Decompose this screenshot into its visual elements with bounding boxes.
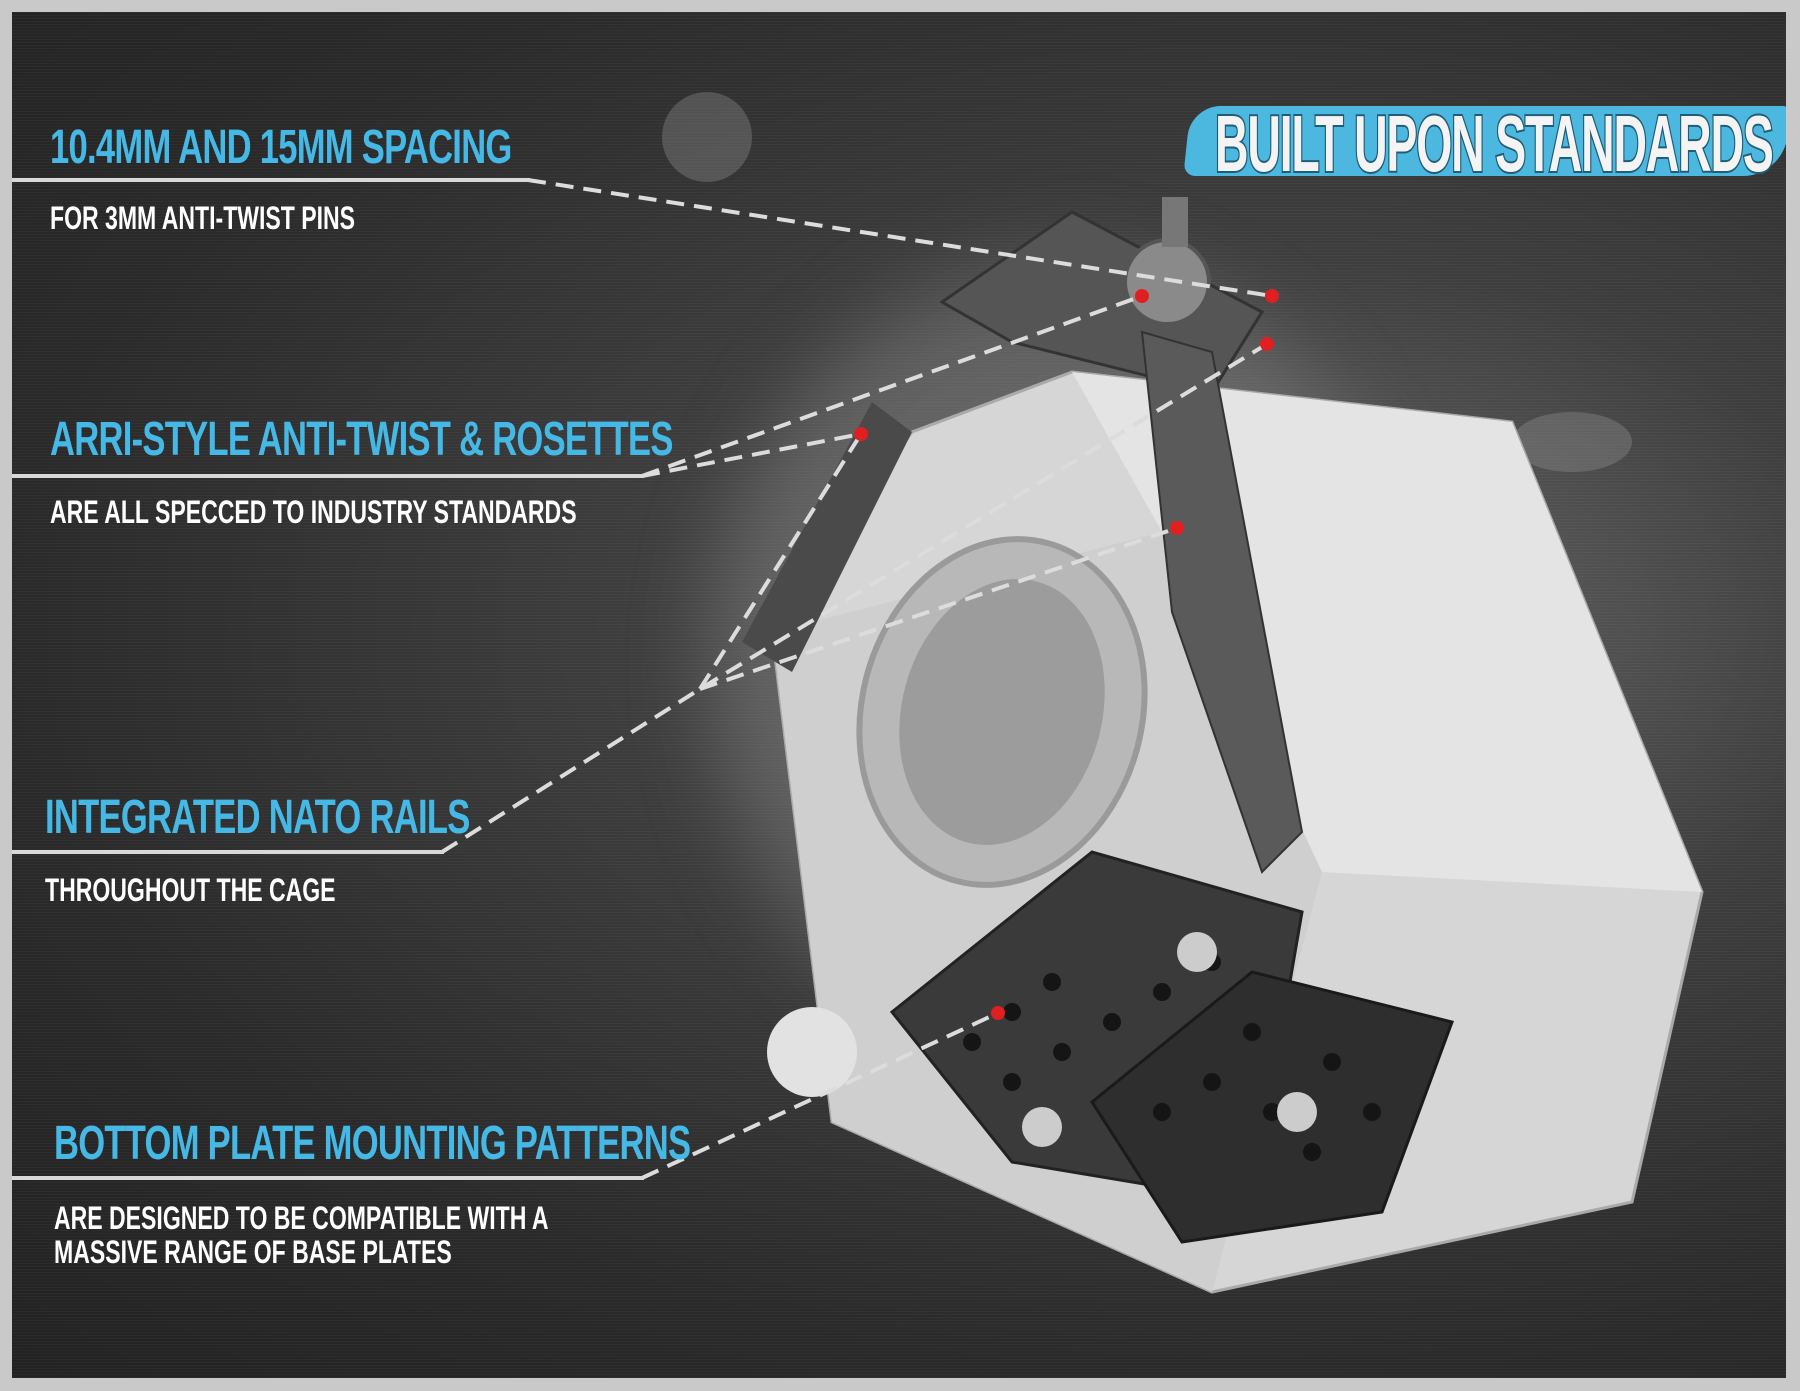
divider: [12, 850, 444, 854]
marker-dot: [991, 1006, 1005, 1020]
camera-cage-illustration: [440, 178, 1704, 1294]
marker-dots: [854, 289, 1279, 1020]
marker-dot: [854, 427, 868, 441]
divider: [12, 178, 530, 182]
feature-heading-anti-twist: ARRI-STYLE ANTI-TWIST & ROSETTES: [50, 413, 673, 466]
marker-dot: [1170, 521, 1184, 535]
page-title: BUILT UPON STANDARDS: [1214, 97, 1775, 190]
feature-heading-spacing: 10.4MM AND 15MM SPACING: [50, 121, 512, 174]
feature-description-bottom-plate-line1: ARE DESIGNED TO BE COMPATIBLE WITH A: [54, 1200, 549, 1236]
marker-dot: [1260, 337, 1274, 351]
infographic-panel: BUILT UPON STANDARDS 10.4MM AND 15MM SPA…: [12, 12, 1786, 1378]
feature-heading-nato-rails: INTEGRATED NATO RAILS: [45, 791, 470, 844]
feature-description-bottom-plate-line2: MASSIVE RANGE OF BASE PLATES: [54, 1234, 452, 1270]
divider: [12, 1176, 644, 1180]
feature-description-spacing: FOR 3MM ANTI-TWIST PINS: [50, 200, 356, 236]
divider: [12, 474, 644, 478]
marker-dot: [1135, 289, 1149, 303]
feature-description-nato-rails: THROUGHOUT THE CAGE: [45, 872, 336, 908]
marker-dot: [1265, 289, 1279, 303]
feature-description-anti-twist: ARE ALL SPECCED TO INDUSTRY STANDARDS: [50, 494, 577, 530]
feature-heading-bottom-plate: BOTTOM PLATE MOUNTING PATTERNS: [54, 1117, 691, 1170]
title-banner: BUILT UPON STANDARDS: [1183, 94, 1786, 190]
leader-lines: [440, 178, 1273, 1180]
